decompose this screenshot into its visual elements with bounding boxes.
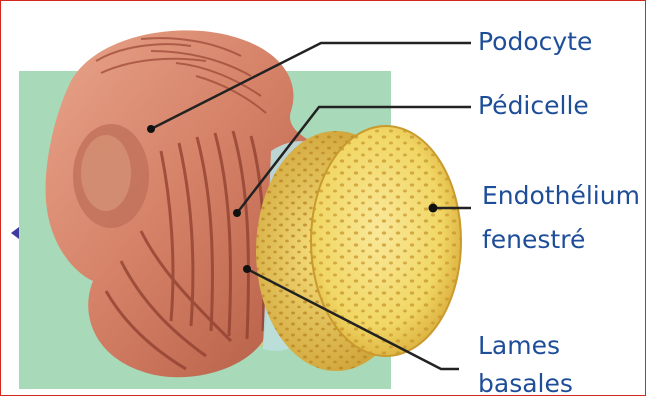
- label-endothelium-line1: Endothélium: [482, 181, 640, 211]
- label-podocyte: Podocyte: [478, 27, 592, 57]
- side-arrow-icon: [11, 227, 19, 239]
- pointer-dot-endothelium: [429, 204, 438, 213]
- pointer-dot-pedicelle: [233, 209, 241, 217]
- label-lames-line2: basales: [478, 369, 573, 396]
- label-pedicelle: Pédicelle: [478, 91, 589, 121]
- label-endothelium-line2: fenestré: [482, 225, 585, 255]
- pointer-dot-podocyte: [147, 125, 155, 133]
- label-lames-line1: Lames: [478, 331, 560, 361]
- pointer-dot-lames: [243, 265, 251, 273]
